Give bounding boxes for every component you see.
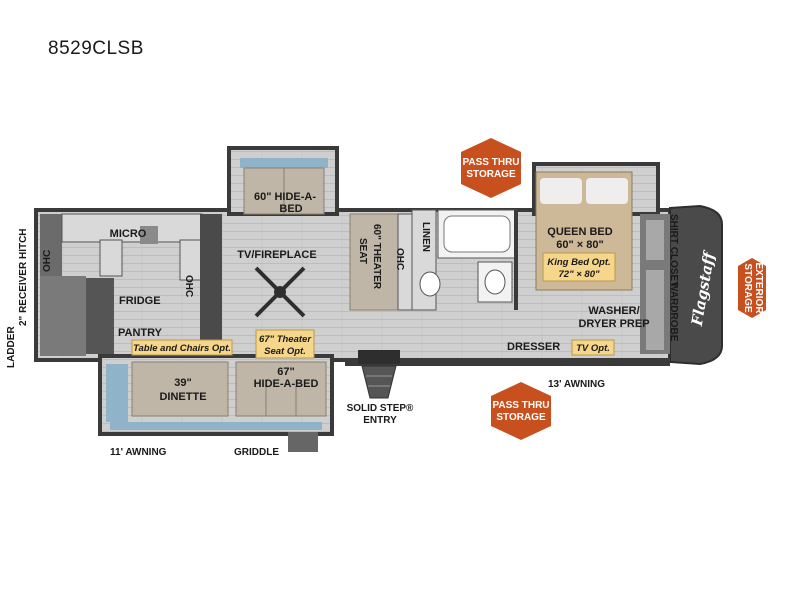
label-solid-step: SOLID STEP® (347, 403, 414, 414)
dinette-sofa (106, 361, 327, 452)
label-solid-step-line2: ENTRY (363, 415, 397, 426)
label-awning-11: 11' AWNING (110, 447, 167, 458)
label-theater-seat-line2: SEAT (357, 238, 368, 264)
entry-step (358, 350, 400, 399)
label-griddle: GRIDDLE (234, 447, 279, 458)
label-tv-fireplace: TV/FIREPLACE (237, 249, 316, 261)
label-fridge: FRIDGE (119, 295, 161, 307)
bathroom (411, 209, 518, 311)
label-awning-13: 13' AWNING (548, 379, 605, 390)
label-receiver-hitch: 2" RECEIVER HITCH (18, 228, 29, 326)
label-shirt-closet: SHIRT CLOSET (668, 214, 679, 287)
pass-thru-storage-bottom: PASS THRU STORAGE (491, 382, 551, 440)
label-washer-dryer-line2: DRYER PREP (578, 318, 649, 330)
label-hide-a-bed-67: 67" (277, 366, 294, 378)
model-number: 8529CLSB (48, 38, 144, 59)
svg-text:STORAGE: STORAGE (496, 412, 546, 423)
label-queen-bed-size: 60" × 80" (556, 239, 603, 251)
svg-text:PASS THRU: PASS THRU (462, 157, 519, 168)
note-tv-opt: TV Opt. (576, 343, 610, 354)
sofa-top (240, 158, 328, 215)
label-theater-seat: 60" THEATER (371, 224, 382, 290)
theater-seat (349, 213, 413, 311)
label-linen: LINEN (420, 222, 431, 252)
option-notes (131, 252, 616, 359)
label-pantry: PANTRY (118, 327, 163, 339)
label-hide-a-bed-60: 60" HIDE-A- (254, 191, 316, 203)
note-king-bed-opt: King Bed Opt. (547, 257, 610, 268)
label-washer-dryer: WASHER/ (588, 305, 639, 317)
note-table-chairs-opt: Table and Chairs Opt. (133, 343, 231, 354)
ceiling-fan-icon (254, 266, 306, 318)
label-ohc-kitchen: OHC (183, 275, 194, 297)
exterior-storage-badge: EXTERIOR STORAGE (738, 258, 766, 318)
pass-thru-storage-top: PASS THRU STORAGE (461, 138, 521, 198)
label-hide-a-bed-60-line2: BED (279, 203, 302, 215)
note-king-bed-opt-size: 72" × 80" (559, 269, 600, 280)
svg-text:STORAGE: STORAGE (466, 169, 516, 180)
label-ohc-mid: OHC (394, 248, 405, 270)
label-ladder: LADDER (6, 326, 17, 368)
svg-text:EXTERIOR: EXTERIOR (753, 262, 764, 314)
svg-text:STORAGE: STORAGE (742, 263, 753, 313)
label-queen-bed: QUEEN BED (547, 226, 612, 238)
kitchen (40, 213, 222, 356)
label-wardrobe: WARDROBE (668, 282, 679, 342)
svg-text:PASS THRU: PASS THRU (492, 400, 549, 411)
label-hide-a-bed-67-line2: HIDE-A-BED (254, 378, 319, 390)
label-ohc-left: OHC (42, 250, 53, 272)
label-dresser: DRESSER (507, 341, 560, 353)
label-dinette: 39" (174, 377, 191, 389)
note-theater-seat-opt: 67" Theater (259, 334, 312, 345)
label-dinette-line2: DINETTE (159, 391, 206, 403)
note-theater-seat-opt-line2: Seat Opt. (264, 346, 306, 357)
label-micro: MICRO (110, 228, 147, 240)
